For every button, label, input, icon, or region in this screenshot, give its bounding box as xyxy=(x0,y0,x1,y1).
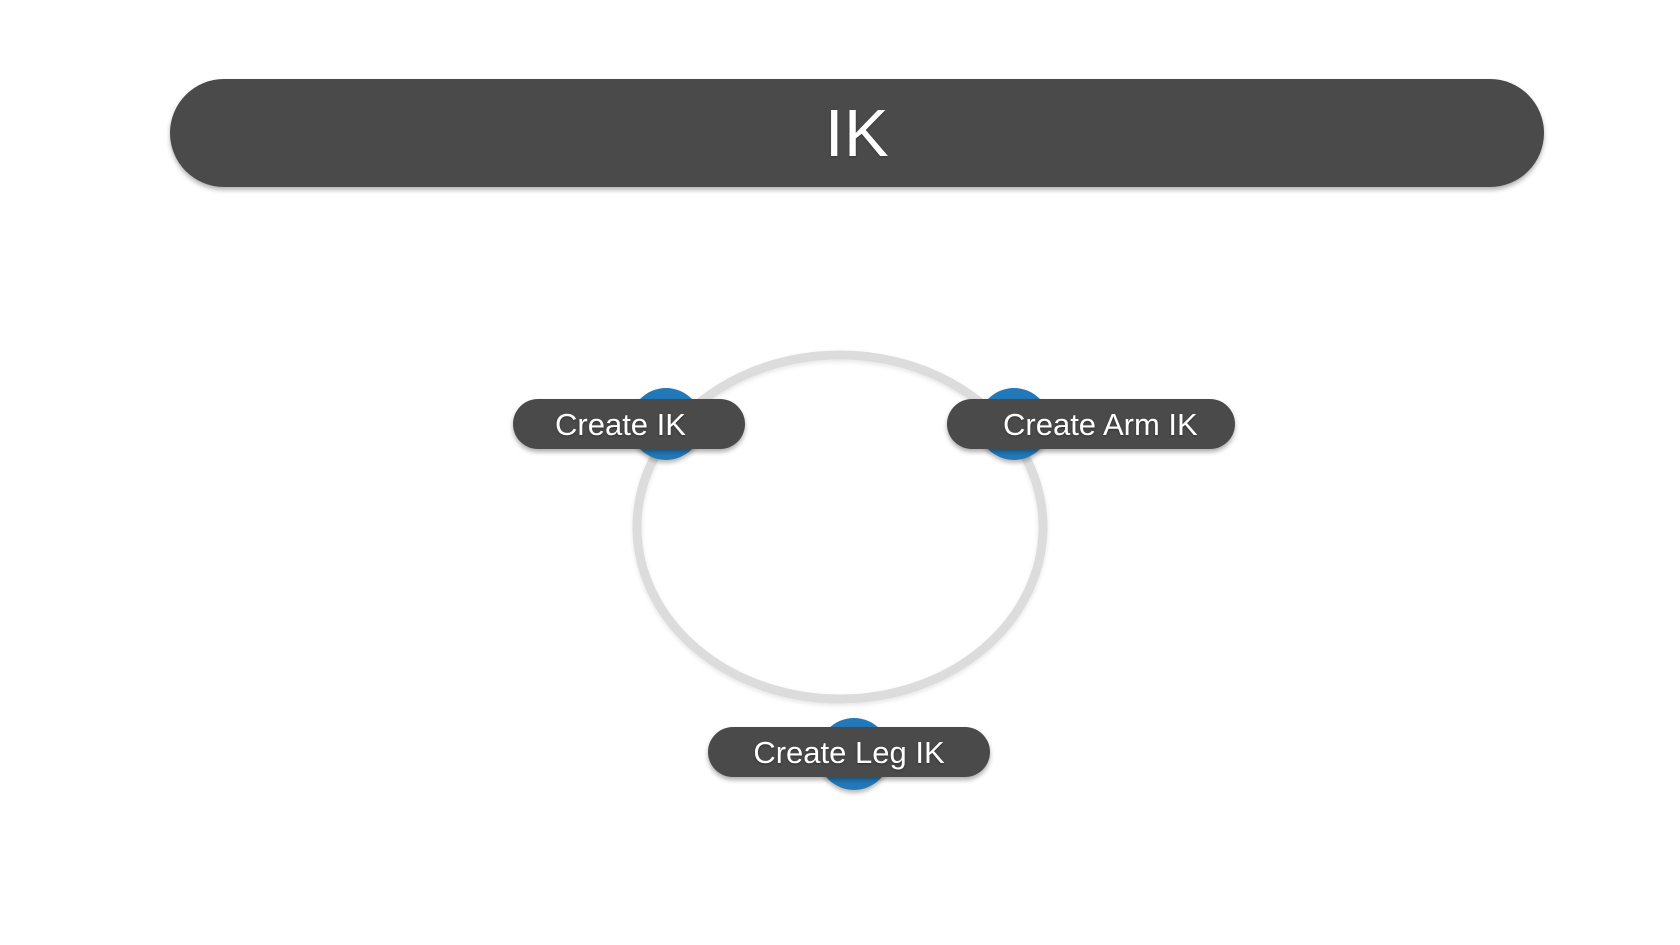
page-title-bar: IK xyxy=(170,79,1544,187)
node-label-pill[interactable]: Create Leg IK xyxy=(708,727,990,777)
node-label-pill[interactable]: Create Arm IK xyxy=(947,399,1235,449)
page-title: IK xyxy=(824,95,890,171)
node-label-pill[interactable]: Create IK xyxy=(513,399,745,449)
node-label-text: Create Arm IK xyxy=(1003,406,1198,442)
node-label-text: Create Leg IK xyxy=(753,734,945,770)
node-label-text: Create IK xyxy=(555,406,686,442)
